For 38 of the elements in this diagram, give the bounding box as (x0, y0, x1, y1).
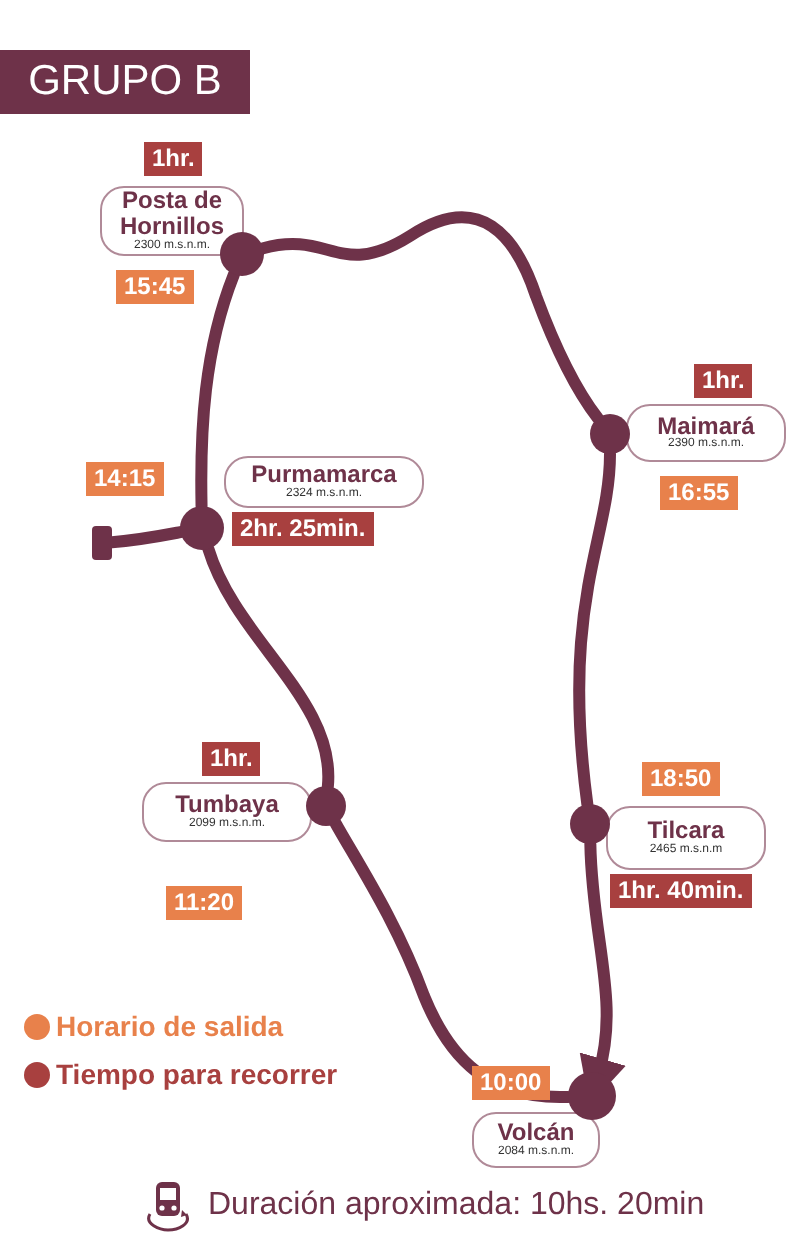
title-banner: GRUPO B (0, 50, 250, 114)
route-line (195, 268, 240, 512)
travel-time-badge: 1hr. 40min. (610, 874, 752, 908)
legend-label: Tiempo para recorrer (56, 1058, 338, 1090)
stop-dot (220, 232, 264, 276)
legend-label: Horario de salida (56, 1010, 284, 1042)
stop-dot (590, 414, 630, 454)
route-line (257, 211, 604, 425)
duration-note: Duración aproximada: 10hs. 20min (208, 1188, 705, 1224)
station-label (626, 404, 786, 462)
departure-time-badge: 11:20 (166, 886, 243, 920)
station-name: Posta de Hornillos (117, 188, 226, 239)
stop-dot (568, 1072, 616, 1120)
stop-dot (570, 804, 610, 844)
station-name: Tilcara (647, 818, 725, 844)
station-label (142, 782, 312, 842)
departure-time-badge: 18:50 (642, 762, 720, 796)
route-line (202, 543, 334, 793)
station-name: Volcán (497, 1120, 575, 1146)
departure-time-badge: 14:15 (86, 462, 164, 496)
station-label (100, 186, 244, 256)
travel-time-badge: 1hr. (202, 742, 261, 776)
station-name: Purmamarca (251, 462, 397, 488)
station-label (606, 806, 766, 870)
departure-time-badge: 15:45 (116, 270, 194, 304)
departure-time-badge: 16:55 (660, 476, 738, 510)
travel-time-badge: 1hr. (694, 364, 753, 398)
station-name: Tumbaya (175, 792, 279, 818)
station-label (472, 1112, 600, 1168)
departure-time-badge: 10:00 (472, 1066, 550, 1100)
travel-time-badge: 1hr. (144, 142, 203, 176)
stop-dot (306, 786, 346, 826)
stop-dot (180, 506, 224, 550)
route-line (573, 448, 616, 811)
route-end-marker (92, 526, 112, 560)
station-label (224, 456, 424, 508)
travel-time-badge: 2hr. 25min. (232, 512, 374, 546)
station-name: Maimará (657, 413, 755, 439)
